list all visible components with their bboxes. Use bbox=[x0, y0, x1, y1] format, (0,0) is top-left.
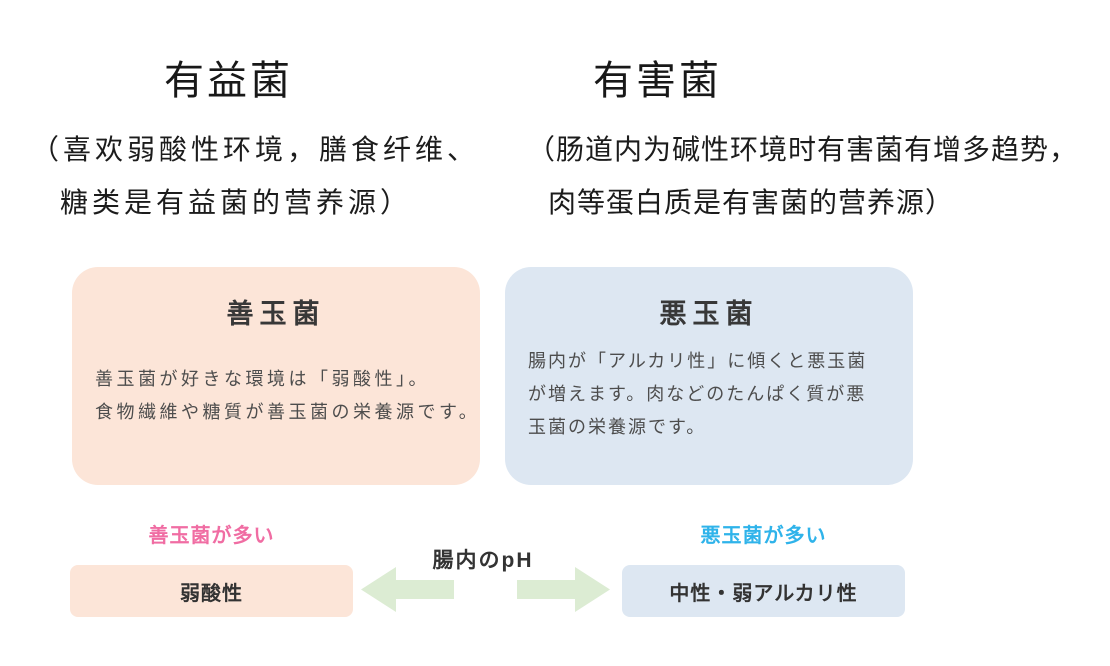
bad-bacteria-card-title: 悪玉菌 bbox=[659, 299, 759, 329]
bad-bacteria-card: 悪玉菌 腸内が「アルカリ性」に傾くと悪玉菌 が増えます。肉などのたんぱく質が悪 … bbox=[505, 267, 913, 485]
neutral-weak-alkaline-box: 中性・弱アルカリ性 bbox=[622, 565, 905, 617]
good-bacteria-note-line1: （喜欢弱酸性环境，膳食纤维、 bbox=[31, 135, 480, 166]
good-bacteria-majority-tag: 善玉菌が多い bbox=[148, 525, 275, 547]
good-bacteria-card-body: 善玉菌が好きな環境は「弱酸性」。 食物繊維や糖質が善玉菌の栄養源です。 bbox=[95, 363, 481, 429]
bad-card-body-line1: 腸内が「アルカリ性」に傾くと悪玉菌 bbox=[528, 351, 868, 371]
weak-acidic-box: 弱酸性 bbox=[70, 565, 353, 617]
bad-bacteria-note-line2: 肉等蛋白质是有害菌的营养源） bbox=[548, 188, 955, 219]
arrow-left-icon bbox=[361, 567, 454, 612]
bad-bacteria-heading: 有害菌 bbox=[593, 58, 722, 103]
good-bacteria-heading: 有益菌 bbox=[164, 58, 293, 103]
intestinal-ph-axis-label: 腸内のpH bbox=[432, 549, 534, 572]
bad-bacteria-card-body: 腸内が「アルカリ性」に傾くと悪玉菌 が増えます。肉などのたんぱく質が悪 玉菌の栄… bbox=[528, 345, 899, 444]
good-bacteria-card: 善玉菌 善玉菌が好きな環境は「弱酸性」。 食物繊維や糖質が善玉菌の栄養源です。 bbox=[72, 267, 480, 485]
good-card-body-line1: 善玉菌が好きな環境は「弱酸性」。 bbox=[95, 369, 430, 389]
good-bacteria-note-line2: 糖类是有益菌的营养源） bbox=[60, 188, 413, 219]
bad-card-body-line3: 玉菌の栄養源です。 bbox=[528, 417, 707, 437]
good-bacteria-card-title: 善玉菌 bbox=[226, 299, 326, 329]
arrow-right-icon bbox=[517, 567, 610, 612]
bad-bacteria-majority-tag: 悪玉菌が多い bbox=[700, 525, 827, 547]
bad-bacteria-note-line1: （肠道内为碱性环境时有害菌有增多趋势， bbox=[527, 135, 1079, 166]
good-card-body-line2: 食物繊維や糖質が善玉菌の栄養源です。 bbox=[95, 402, 481, 422]
bad-card-body-line2: が増えます。肉などのたんぱく質が悪 bbox=[528, 384, 867, 404]
